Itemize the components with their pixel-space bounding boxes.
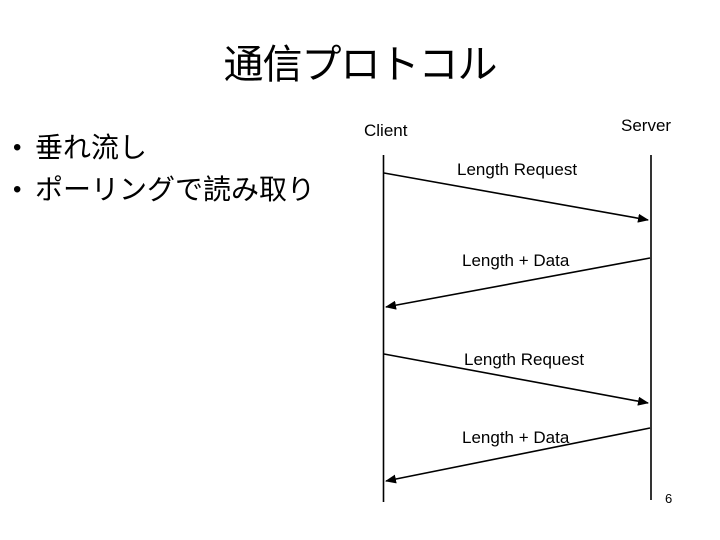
message-label-3: Length Request xyxy=(464,350,585,369)
bullet-list: • 垂れ流し • ポーリングで読み取り xyxy=(13,127,315,211)
client-label: Client xyxy=(364,121,408,140)
slide-title: 通信プロトコル xyxy=(223,43,498,87)
bullet-item: • ポーリングで読み取り xyxy=(13,169,315,211)
message-label-4: Length + Data xyxy=(462,428,570,447)
page-number: 6 xyxy=(665,491,673,506)
bullet-marker: • xyxy=(13,134,22,161)
message-arrow-2 xyxy=(385,257,651,310)
bullet-text: ポーリングで読み取り xyxy=(35,174,316,205)
message-arrow-3 xyxy=(383,353,649,406)
bullet-item: • 垂れ流し xyxy=(13,127,315,169)
message-arrow-4 xyxy=(385,427,651,484)
message-label-2: Length + Data xyxy=(462,251,570,270)
message-arrow-1 xyxy=(383,172,649,223)
bullet-marker: • xyxy=(13,176,22,203)
bullet-text: 垂れ流し xyxy=(35,132,148,163)
message-label-1: Length Request xyxy=(457,160,578,179)
server-label: Server xyxy=(621,116,672,135)
